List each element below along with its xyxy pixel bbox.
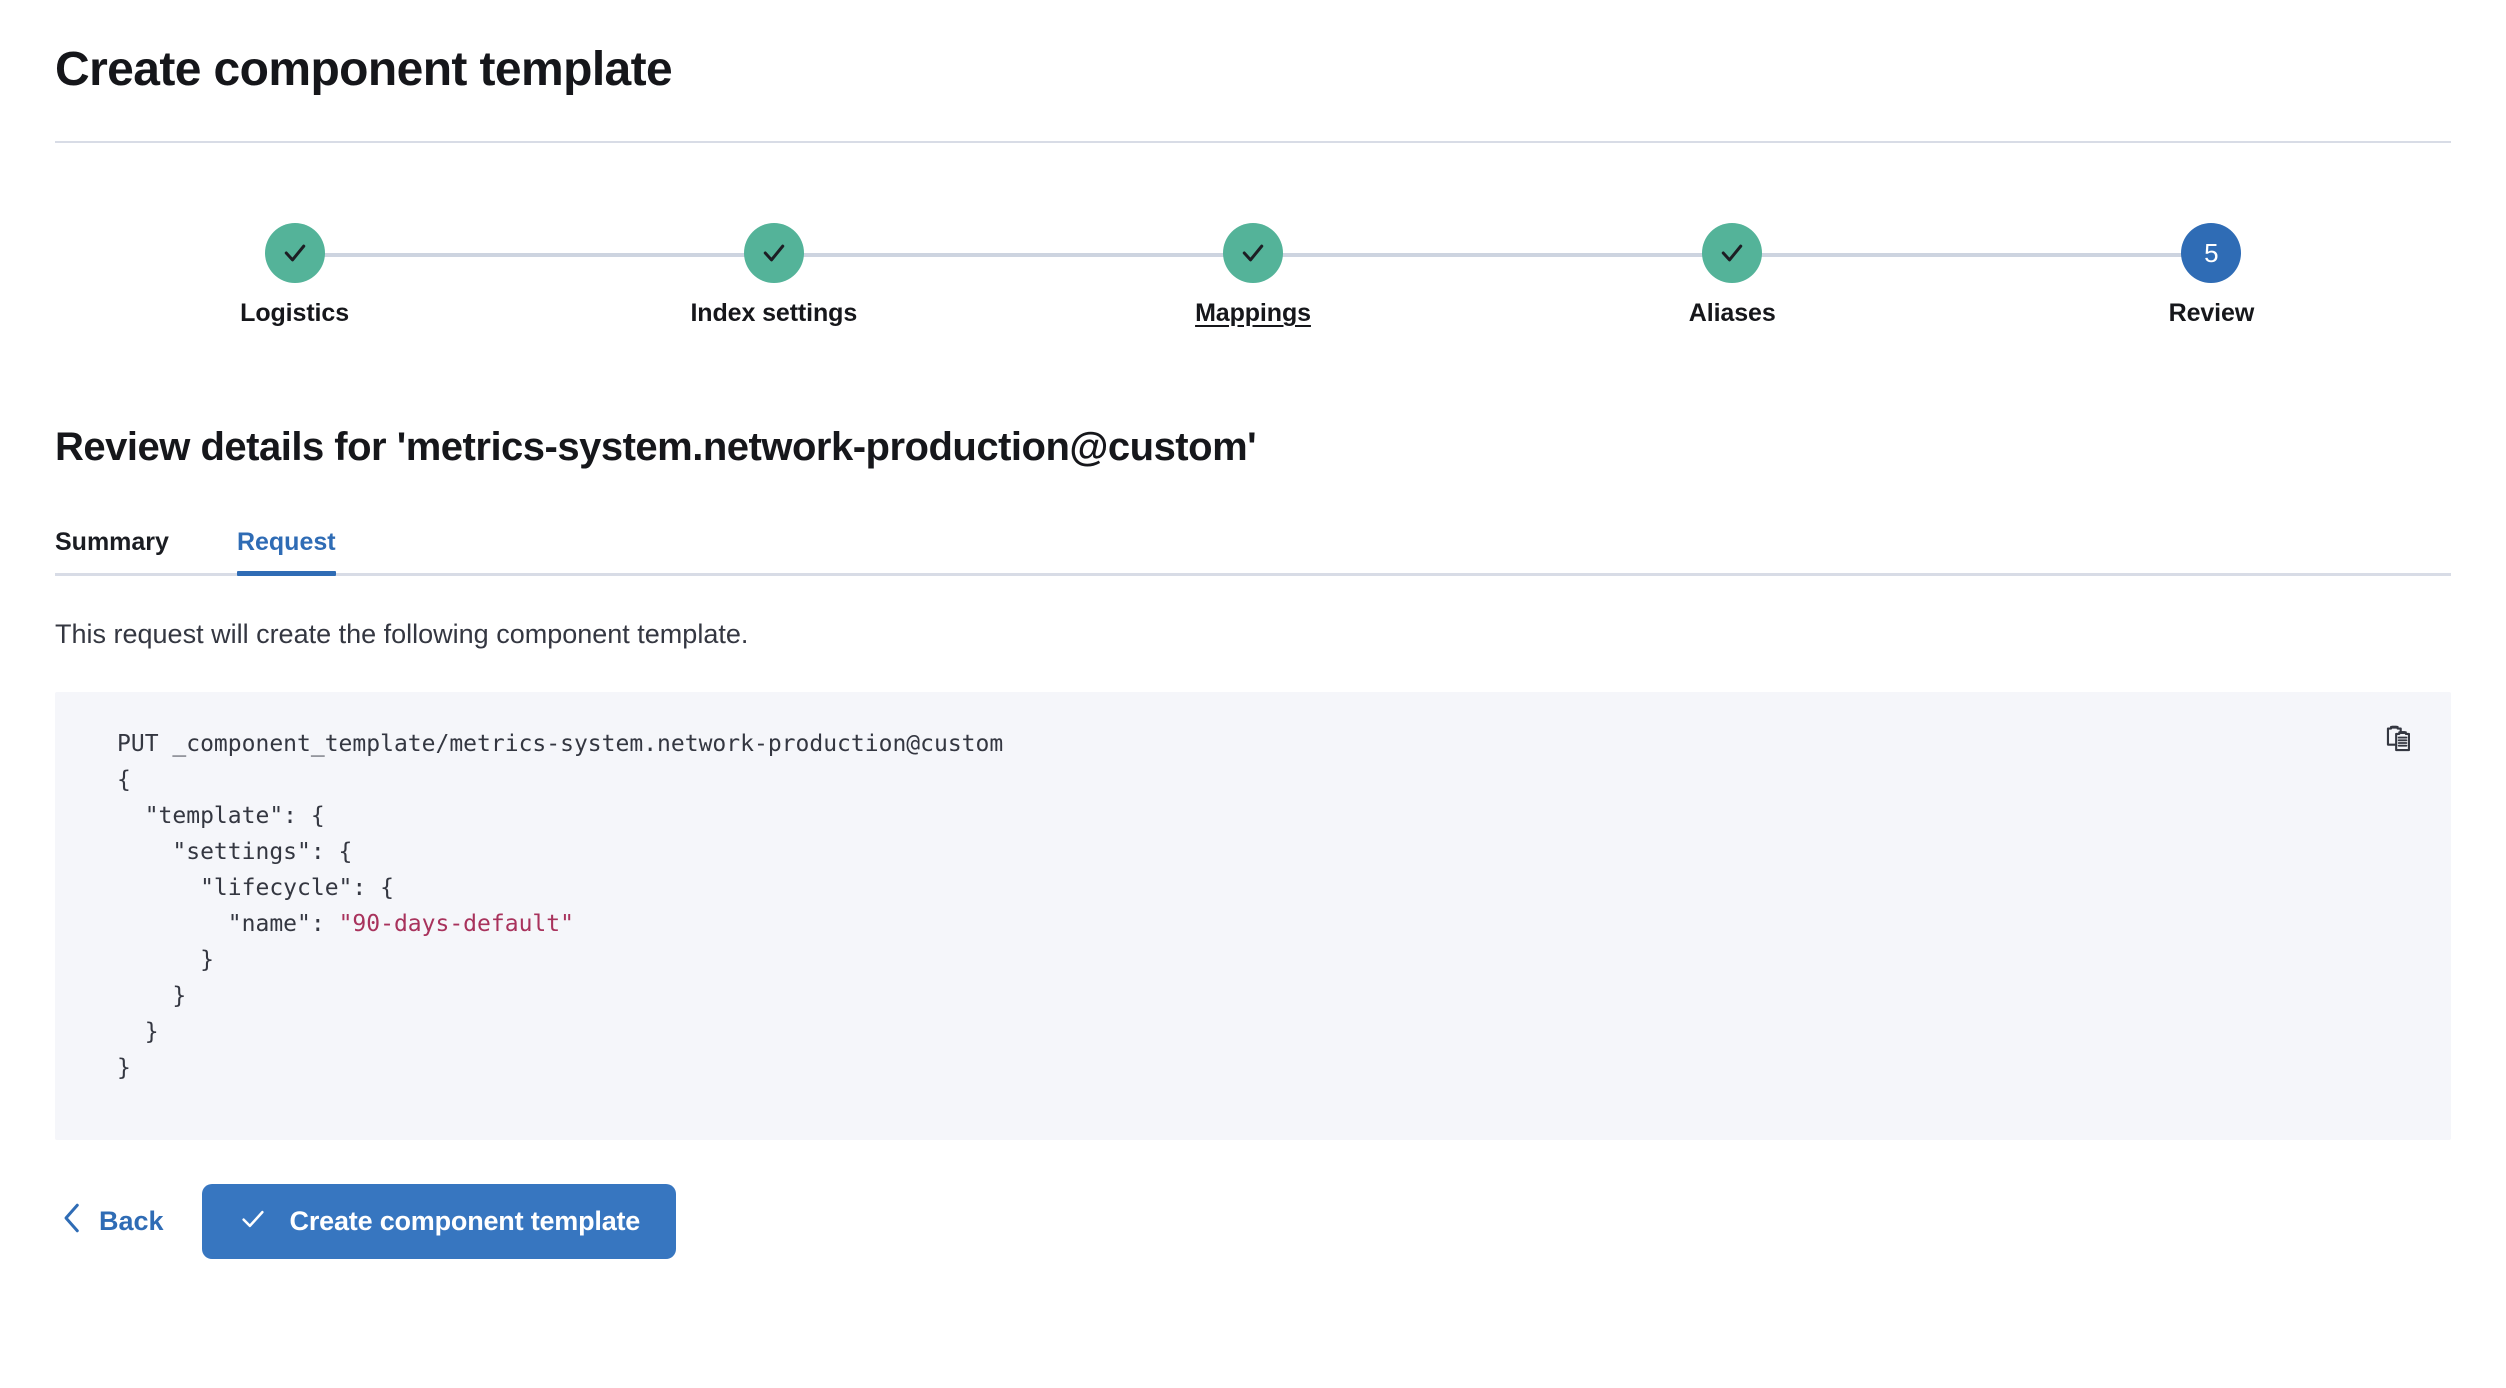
code-line-close-4: } xyxy=(117,1054,131,1081)
step-label[interactable]: Logistics xyxy=(240,299,350,328)
copy-to-clipboard-icon xyxy=(2383,724,2417,761)
step-label[interactable]: Mappings xyxy=(1195,299,1311,328)
title-divider xyxy=(55,141,2451,144)
review-heading: Review details for 'metrics-system.netwo… xyxy=(55,425,1257,470)
code-line-method: PUT _component_template/metrics-system.n… xyxy=(117,730,1004,757)
create-component-template-button-label: Create component template xyxy=(289,1205,641,1236)
create-component-template-button[interactable]: Create component template xyxy=(201,1183,677,1259)
request-description: This request will create the following c… xyxy=(55,619,749,650)
step-connector-left xyxy=(1492,253,1733,258)
code-line-close-3: } xyxy=(117,1018,159,1045)
code-line-open-root: { xyxy=(117,766,131,793)
step-connector-right xyxy=(1732,253,1972,258)
step-number: 5 xyxy=(2204,238,2219,269)
step-circle[interactable] xyxy=(1223,223,1283,284)
step-circle[interactable]: 5 xyxy=(2181,223,2242,284)
step-circle[interactable] xyxy=(743,223,804,284)
tab-request[interactable]: Request xyxy=(203,530,370,577)
copy-to-clipboard-button[interactable] xyxy=(2377,720,2423,766)
back-button-label: Back xyxy=(99,1205,164,1236)
wizard-step-aliases[interactable]: Aliases xyxy=(1492,223,1972,328)
check-icon xyxy=(763,244,785,262)
code-line-close-1: } xyxy=(117,946,214,973)
back-button[interactable]: Back xyxy=(55,1193,170,1250)
chevron-left-icon xyxy=(61,1203,83,1240)
step-label[interactable]: Index settings xyxy=(690,299,858,328)
code-line-close-2: } xyxy=(117,982,187,1009)
check-icon xyxy=(1242,244,1264,262)
wizard-step-index-settings[interactable]: Index settings xyxy=(534,223,1014,328)
wizard-step-mappings[interactable]: Mappings xyxy=(1013,223,1493,328)
check-icon xyxy=(1721,244,1743,262)
step-connector-right xyxy=(294,253,535,258)
step-connector-right xyxy=(1253,253,1493,258)
request-code-block: PUT _component_template/metrics-system.n… xyxy=(55,691,2451,1140)
wizard-step-logistics[interactable]: Logistics xyxy=(55,223,535,328)
code-line-template: "template": { xyxy=(117,802,325,829)
page-title: Create component template xyxy=(55,43,673,96)
step-label[interactable]: Review xyxy=(2168,299,2255,328)
tab-summary[interactable]: Summary xyxy=(55,530,203,573)
check-icon xyxy=(238,1204,268,1239)
step-connector-left xyxy=(534,253,774,258)
step-connector-left xyxy=(1013,253,1254,258)
code-line-name-key: "name": xyxy=(117,910,339,937)
request-code-text: PUT _component_template/metrics-system.n… xyxy=(95,726,2411,1086)
code-line-settings: "settings": { xyxy=(117,838,353,865)
code-line-lifecycle: "lifecycle": { xyxy=(117,874,394,901)
review-tabs: Summary Request xyxy=(55,514,2451,577)
step-circle[interactable] xyxy=(264,223,325,284)
footer-actions: Back Create component template xyxy=(55,1183,2451,1259)
step-label[interactable]: Aliases xyxy=(1688,299,1776,328)
step-circle[interactable] xyxy=(1702,223,1763,284)
code-line-name-value: "90-days-default" xyxy=(338,910,574,937)
step-connector-left xyxy=(1971,253,2212,258)
check-icon xyxy=(284,244,305,262)
step-connector-right xyxy=(773,253,1014,258)
